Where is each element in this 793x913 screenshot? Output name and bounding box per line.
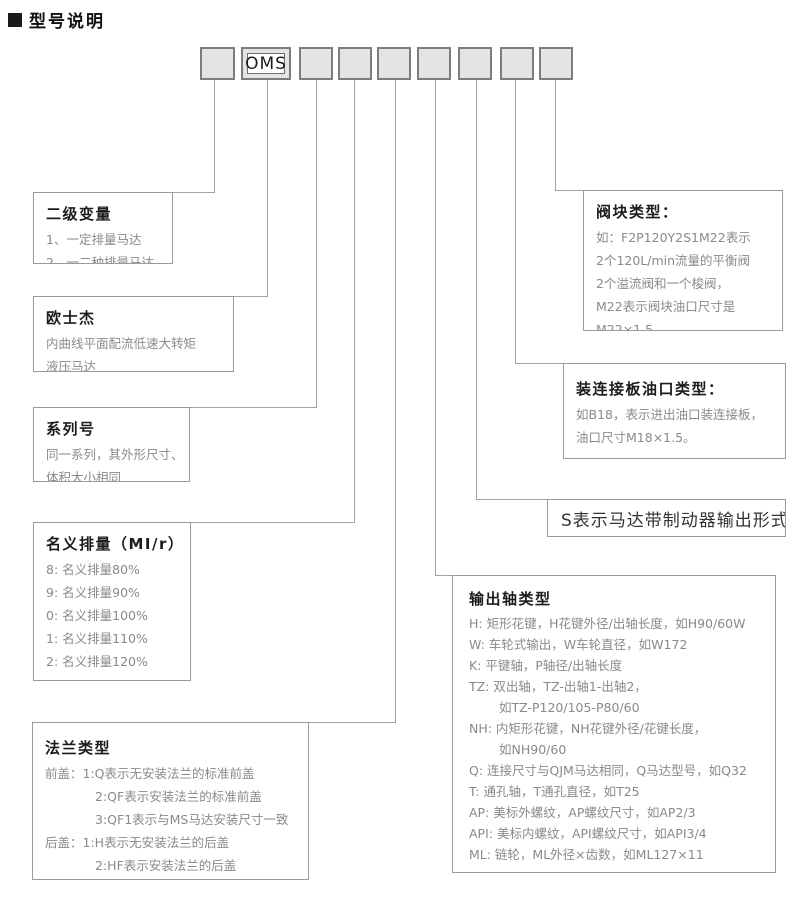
code-box-5	[377, 47, 411, 80]
section-title: 法兰类型	[45, 739, 112, 757]
connector-line	[435, 80, 436, 575]
connector-line	[476, 499, 548, 500]
section-series: 系列号 同一系列，其外形尺寸、 体积大小相同	[33, 407, 190, 482]
connector-line	[189, 407, 317, 408]
connector-line	[267, 80, 268, 296]
section-line: 2:HF表示安装法兰的后盖	[95, 858, 237, 873]
code-box-9	[539, 47, 573, 80]
section-line: 如TZ-P120/105-P80/60	[499, 700, 640, 715]
section-brand: 欧士杰 内曲线平面配流低速大转矩 液压马达	[33, 296, 234, 372]
section-line: ML: 链轮，ML外径×齿数，如ML127×11	[469, 847, 704, 862]
code-box-2-oms: OMS	[241, 47, 291, 80]
section-line: 9: 名义排量90%	[46, 585, 140, 600]
section-line: 0: 名义排量100%	[46, 608, 148, 623]
section-title: 装连接板油口类型：	[576, 380, 725, 398]
section-line: API: 美标内螺纹，API螺纹尺寸，如API3/4	[469, 826, 707, 841]
section-title: 输出轴类型	[469, 590, 552, 608]
section-port-plate: 装连接板油口类型： 如B18，表示进出油口装连接板， 油口尺寸M18×1.5。	[563, 363, 786, 459]
section-line: K: 平键轴，P轴径/出轴长度	[469, 658, 623, 673]
connector-line	[555, 190, 584, 191]
code-box-1	[200, 47, 235, 80]
connector-line	[354, 80, 355, 522]
section-title: S表示马达带制动器输出形式	[561, 510, 786, 531]
connector-line	[476, 80, 477, 499]
code-box-8	[500, 47, 534, 80]
section-displacement: 名义排量（MI/r） 8: 名义排量80% 9: 名义排量90% 0: 名义排量…	[33, 522, 191, 681]
connector-line	[555, 80, 556, 190]
connector-line	[515, 363, 564, 364]
section-line: 2、一二种排量马达	[46, 255, 154, 264]
section-line: 2: 名义排量120%	[46, 654, 148, 669]
section-line: W: 车轮式输出，W车轮直径，如W172	[469, 637, 688, 652]
section-line: H: 矩形花键，H花键外径/出轴长度，如H90/60W	[469, 616, 746, 631]
connector-line	[214, 80, 215, 192]
section-line: 如NH90/60	[499, 742, 567, 757]
section-line: 3:QF1表示与MS马达安装尺寸一致	[95, 812, 289, 827]
connector-line	[395, 80, 396, 722]
section-flange: 法兰类型 前盖：1:Q表示无安装法兰的标准前盖 2:QF表示安装法兰的标准前盖 …	[32, 722, 309, 880]
section-title: 名义排量（MI/r）	[46, 535, 185, 553]
section-line: 2:QF表示安装法兰的标准前盖	[95, 789, 262, 804]
section-line: 2个120L/min流量的平衡阀	[596, 253, 751, 268]
section-line: 后盖：1:H表示无安装法兰的后盖	[45, 835, 230, 850]
section-title: 二级变量	[46, 205, 113, 223]
connector-line	[172, 192, 215, 193]
page-title: 型号说明	[29, 12, 105, 32]
code-box-6	[417, 47, 451, 80]
section-title: 系列号	[46, 420, 96, 438]
section-line: Q: 连接尺寸与QJM马达相同，Q马达型号，如Q32	[469, 763, 747, 778]
section-brake: S表示马达带制动器输出形式	[547, 499, 786, 537]
section-line: T: 通孔轴，T通孔直径，如T25	[469, 784, 640, 799]
section-line: 前盖：1:Q表示无安装法兰的标准前盖	[45, 766, 255, 781]
section-line: 2个溢流阀和一个梭阀，	[596, 276, 729, 291]
section-line: 油口尺寸M18×1.5。	[576, 430, 696, 445]
connector-line	[190, 522, 355, 523]
connector-line	[316, 80, 317, 407]
page-header: 型号说明	[8, 7, 105, 32]
section-line: 如：F2P120Y2S1M22表示	[596, 230, 751, 245]
section-line: 同一系列，其外形尺寸、	[46, 447, 184, 462]
section-line: 1、一定排量马达	[46, 232, 142, 247]
connector-line	[308, 722, 396, 723]
section-title: 欧士杰	[46, 309, 96, 327]
connector-line	[435, 575, 453, 576]
section-line: 8: 名义排量80%	[46, 562, 140, 577]
section-line: TZ: 双出轴，TZ-出轴1-出轴2，	[469, 679, 647, 694]
code-box-3	[299, 47, 333, 80]
section-line: 如B18，表示进出油口装连接板，	[576, 407, 763, 422]
section-line: 1: 名义排量110%	[46, 631, 148, 646]
section-title: 阀块类型：	[596, 203, 679, 221]
section-line: M22表示阀块油口尺寸是	[596, 299, 736, 314]
code-box-4	[338, 47, 372, 80]
header-square-bullet-icon	[8, 12, 22, 27]
section-line: M22×1.5	[596, 322, 654, 331]
section-line: 内曲线平面配流低速大转矩	[46, 336, 197, 351]
section-line: NH: 内矩形花键，NH花键外径/花键长度，	[469, 721, 707, 736]
connector-line	[515, 80, 516, 363]
oms-label: OMS	[245, 53, 287, 74]
section-output-shaft: 输出轴类型 H: 矩形花键，H花键外径/出轴长度，如H90/60W W: 车轮式…	[452, 575, 776, 873]
section-line: AP: 美标外螺纹，AP螺纹尺寸，如AP2/3	[469, 805, 696, 820]
section-line: 体积大小相同	[46, 470, 122, 482]
section-secondary-variable: 二级变量 1、一定排量马达 2、一二种排量马达	[33, 192, 173, 264]
code-box-7	[458, 47, 492, 80]
connector-line	[233, 296, 268, 297]
section-valve-block: 阀块类型： 如：F2P120Y2S1M22表示 2个120L/min流量的平衡阀…	[583, 190, 783, 331]
section-line: 液压马达	[46, 359, 97, 372]
